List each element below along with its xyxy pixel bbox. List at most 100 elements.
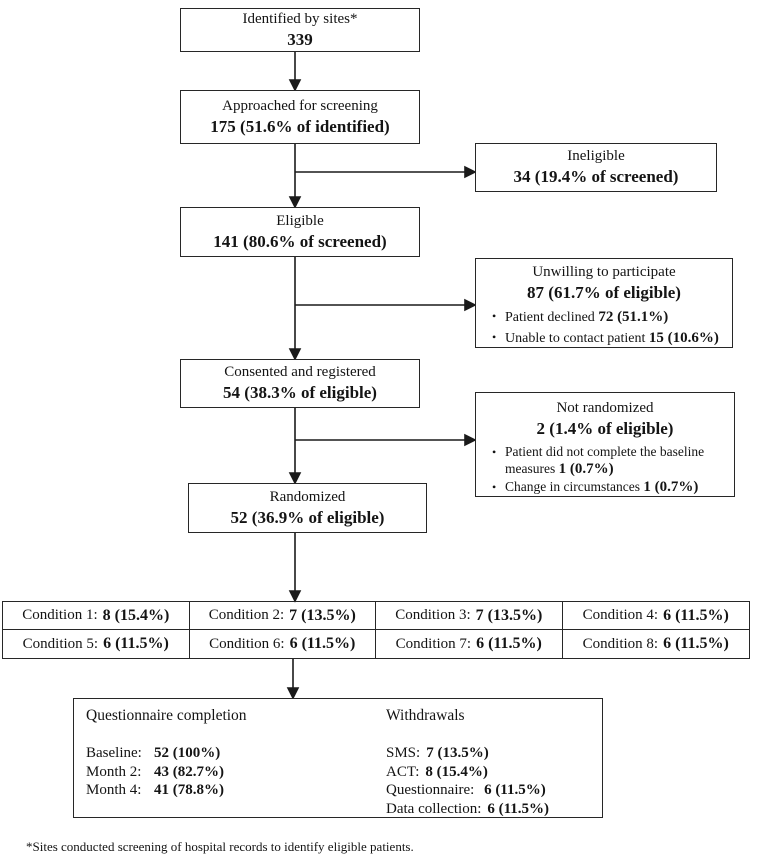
box-ineligible-title: Ineligible (567, 148, 625, 164)
box-ineligible: Ineligible 34 (19.4% of screened) (475, 143, 717, 192)
questionnaire-completion-title: Questionnaire completion (86, 707, 247, 724)
condition-cell-5: Condition 5:6 (11.5%) (3, 630, 190, 658)
outcome-label: Month 2: (86, 763, 142, 780)
condition-label: Condition 5: (22, 635, 99, 652)
bullet-value: 72 (51.1%) (598, 309, 669, 325)
box-randomized: Randomized 52 (36.9% of eligible) (188, 483, 427, 533)
bullet-value: 15 (10.6%) (648, 330, 719, 346)
outcome-value: 8 (15.4%) (425, 763, 488, 780)
box-identified-title: Identified by sites* (242, 10, 358, 27)
box-ineligible-value: 34 (19.4% of screened) (513, 167, 679, 186)
footnote: *Sites conducted screening of hospital r… (26, 839, 414, 854)
outcome-row: ACT: 8 (15.4%) (386, 763, 549, 782)
outcome-label: Data collection: (386, 800, 482, 817)
outcome-row: Baseline: 52 (100%) (86, 744, 386, 763)
condition-value: 6 (11.5%) (103, 635, 169, 652)
outcome-row: Data collection: 6 (11.5%) (386, 800, 549, 819)
box-approached: Approached for screening 175 (51.6% of i… (180, 90, 420, 144)
bullet-label: Change in circumstances (505, 479, 644, 494)
condition-value: 8 (15.4%) (102, 606, 170, 624)
condition-label: Condition 2: (208, 607, 285, 623)
condition-cell-8: Condition 8:6 (11.5%) (563, 630, 750, 658)
box-consented: Consented and registered 54 (38.3% of el… (180, 359, 420, 408)
arrowhead-notrandomized (464, 433, 477, 447)
box-approached-title: Approached for screening (222, 97, 378, 114)
arrowhead-outcomes (286, 687, 300, 700)
box-eligible: Eligible 141 (80.6% of screened) (180, 207, 420, 257)
box-randomized-title: Randomized (269, 488, 346, 505)
arrowhead-randomized (288, 472, 302, 485)
outcome-row: Month 2: 43 (82.7%) (86, 763, 386, 782)
bullet-icon: • (492, 445, 497, 459)
bullet-value: 1 (0.7%) (643, 479, 699, 495)
condition-value: 6 (11.5%) (663, 635, 729, 652)
box-consented-value: 54 (38.3% of eligible) (223, 383, 377, 402)
box-eligible-title: Eligible (276, 212, 324, 229)
condition-cell-1: Condition 1:8 (15.4%) (3, 602, 190, 630)
outcome-label: SMS: (386, 745, 421, 761)
box-not-randomized-value: 2 (1.4% of eligible) (536, 419, 674, 438)
condition-value: 7 (13.5%) (289, 606, 356, 624)
arrowhead-eligible (288, 196, 302, 209)
bullet-item: • Change in circumstances 1 (0.7%) (492, 478, 726, 497)
bullet-value: 1 (0.7%) (558, 461, 614, 477)
outcome-value: 41 (78.8%) (154, 782, 224, 798)
outcome-label: Month 4: (86, 782, 142, 798)
bullet-icon: • (492, 330, 497, 344)
condition-cell-6: Condition 6:6 (11.5%) (190, 630, 376, 658)
bullet-icon: • (492, 309, 497, 323)
box-consented-title: Consented and registered (224, 364, 376, 380)
outcome-label: ACT: (386, 763, 420, 780)
condition-cell-4: Condition 4:6 (11.5%) (562, 602, 749, 630)
condition-cell-2: Condition 2:7 (13.5%) (189, 602, 376, 630)
condition-label: Condition 3: (395, 607, 471, 623)
outcome-value: 52 (100%) (154, 745, 221, 761)
conditions-table: Condition 1:8 (15.4%) Condition 2:7 (13.… (2, 601, 750, 659)
outcome-row: SMS: 7 (13.5%) (386, 744, 549, 763)
box-unwilling-bullets: • Patient declined 72 (51.1%) • Unable t… (476, 304, 732, 349)
outcome-value: 6 (11.5%) (484, 782, 546, 798)
bullet-label: Patient declined (505, 310, 599, 325)
arrowhead-ineligible (464, 165, 477, 179)
condition-value: 6 (11.5%) (476, 635, 542, 652)
withdrawals-section: Withdrawals SMS:7 (13.5%) ACT:8 (15.4%) … (386, 706, 549, 817)
condition-cell-7: Condition 7:6 (11.5%) (376, 630, 563, 658)
condition-cell-3: Condition 3:7 (13.5%) (376, 602, 563, 630)
condition-value: 6 (11.5%) (289, 635, 356, 652)
bullet-label: Unable to contact patient (505, 331, 649, 346)
outcome-value: 6 (11.5%) (487, 800, 550, 817)
arrowhead-consented (288, 348, 302, 361)
condition-label: Condition 8: (582, 635, 659, 652)
box-eligible-value: 141 (80.6% of screened) (213, 231, 387, 251)
outcomes-box: Questionnaire completion Baseline: 52 (10… (73, 698, 603, 818)
box-not-randomized-title: Not randomized (556, 400, 654, 416)
box-not-randomized-bullets: • Patient did not complete the baseline … (476, 440, 734, 497)
arrowhead-conditions (288, 590, 302, 603)
questionnaire-completion-section: Questionnaire completion Baseline: 52 (10… (86, 706, 386, 810)
condition-label: Condition 6: (209, 635, 285, 652)
box-unwilling-title: Unwilling to participate (532, 264, 676, 280)
arrowhead-approached (288, 79, 302, 92)
condition-label: Condition 4: (582, 607, 659, 623)
box-unwilling: Unwilling to participate 87 (61.7% of el… (475, 258, 733, 348)
bullet-item: • Patient did not complete the baseline … (492, 443, 726, 478)
arrowhead-unwilling (464, 298, 477, 312)
condition-label: Condition 7: (395, 635, 472, 652)
box-randomized-value: 52 (36.9% of eligible) (230, 507, 385, 527)
condition-value: 6 (11.5%) (663, 606, 729, 624)
outcome-label: Baseline: (86, 745, 142, 761)
box-unwilling-value: 87 (61.7% of eligible) (527, 283, 681, 302)
outcome-row: Questionnaire: 6 (11.5%) (386, 781, 549, 800)
box-not-randomized: Not randomized 2 (1.4% of eligible) • Pa… (475, 392, 735, 497)
condition-label: Condition 1: (22, 607, 98, 623)
outcome-value: 7 (13.5%) (426, 745, 489, 761)
withdrawals-title: Withdrawals (386, 707, 465, 724)
bullet-label: Patient did not complete the baseline me… (505, 444, 705, 476)
outcome-row: Month 4: 41 (78.8%) (86, 781, 386, 800)
box-identified-value: 339 (287, 29, 313, 49)
outcome-value: 43 (82.7%) (154, 763, 224, 780)
bullet-icon: • (492, 480, 497, 494)
bullet-item: • Patient declined 72 (51.1%) (492, 307, 724, 328)
condition-value: 7 (13.5%) (475, 606, 543, 624)
